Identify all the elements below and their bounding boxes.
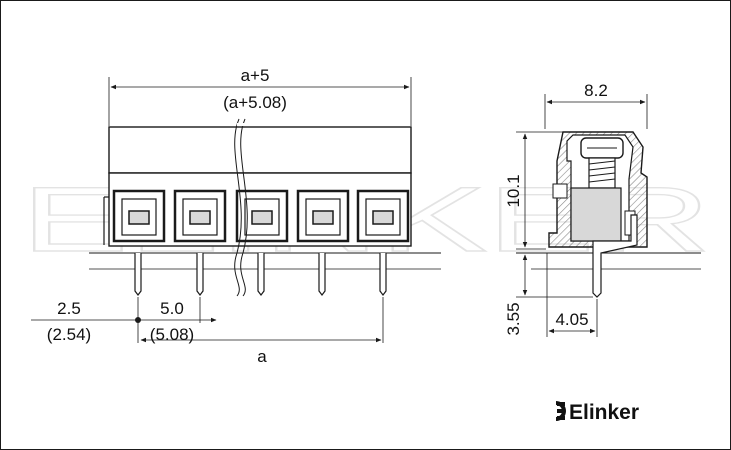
housing-top: [108, 126, 412, 174]
reference-point: [135, 317, 141, 323]
side-width-label: 8.2: [584, 81, 608, 100]
side-pin: [592, 214, 638, 298]
pitch-label: 5.0: [160, 299, 184, 318]
pin-offset-label: 4.05: [555, 310, 588, 329]
pin: [257, 253, 265, 296]
side-height-label: 10.1: [504, 174, 523, 207]
pin: [318, 253, 326, 296]
span-label: a: [257, 347, 267, 366]
pin: [134, 253, 142, 296]
wire-entry: [173, 189, 227, 243]
housing-bottom: [108, 172, 412, 247]
total-width-label: a+5: [241, 66, 270, 85]
brand-name: Elinker: [569, 401, 639, 424]
front-view: a+5 (a+5.08): [31, 66, 441, 366]
side-view: 8.2 10.1 3.55 4.05: [504, 81, 701, 337]
pin: [379, 253, 387, 296]
wire-entry: [235, 189, 289, 243]
wire-entry: [296, 189, 350, 243]
brand-logo: Elinker: [556, 401, 639, 424]
edge-offset-alt-label: (2.54): [47, 325, 91, 344]
pin-length-label: 3.55: [504, 302, 523, 335]
break-line: [234, 118, 242, 297]
wire-entry: [112, 189, 166, 243]
wire-entry: [356, 189, 410, 243]
pitch-alt-label: (5.08): [150, 325, 194, 344]
total-width-alt-label: (a+5.08): [223, 93, 287, 112]
wire-clamp: [570, 187, 622, 242]
edge-offset-label: 2.5: [57, 299, 81, 318]
pin: [196, 253, 204, 296]
break-line: [240, 118, 248, 297]
